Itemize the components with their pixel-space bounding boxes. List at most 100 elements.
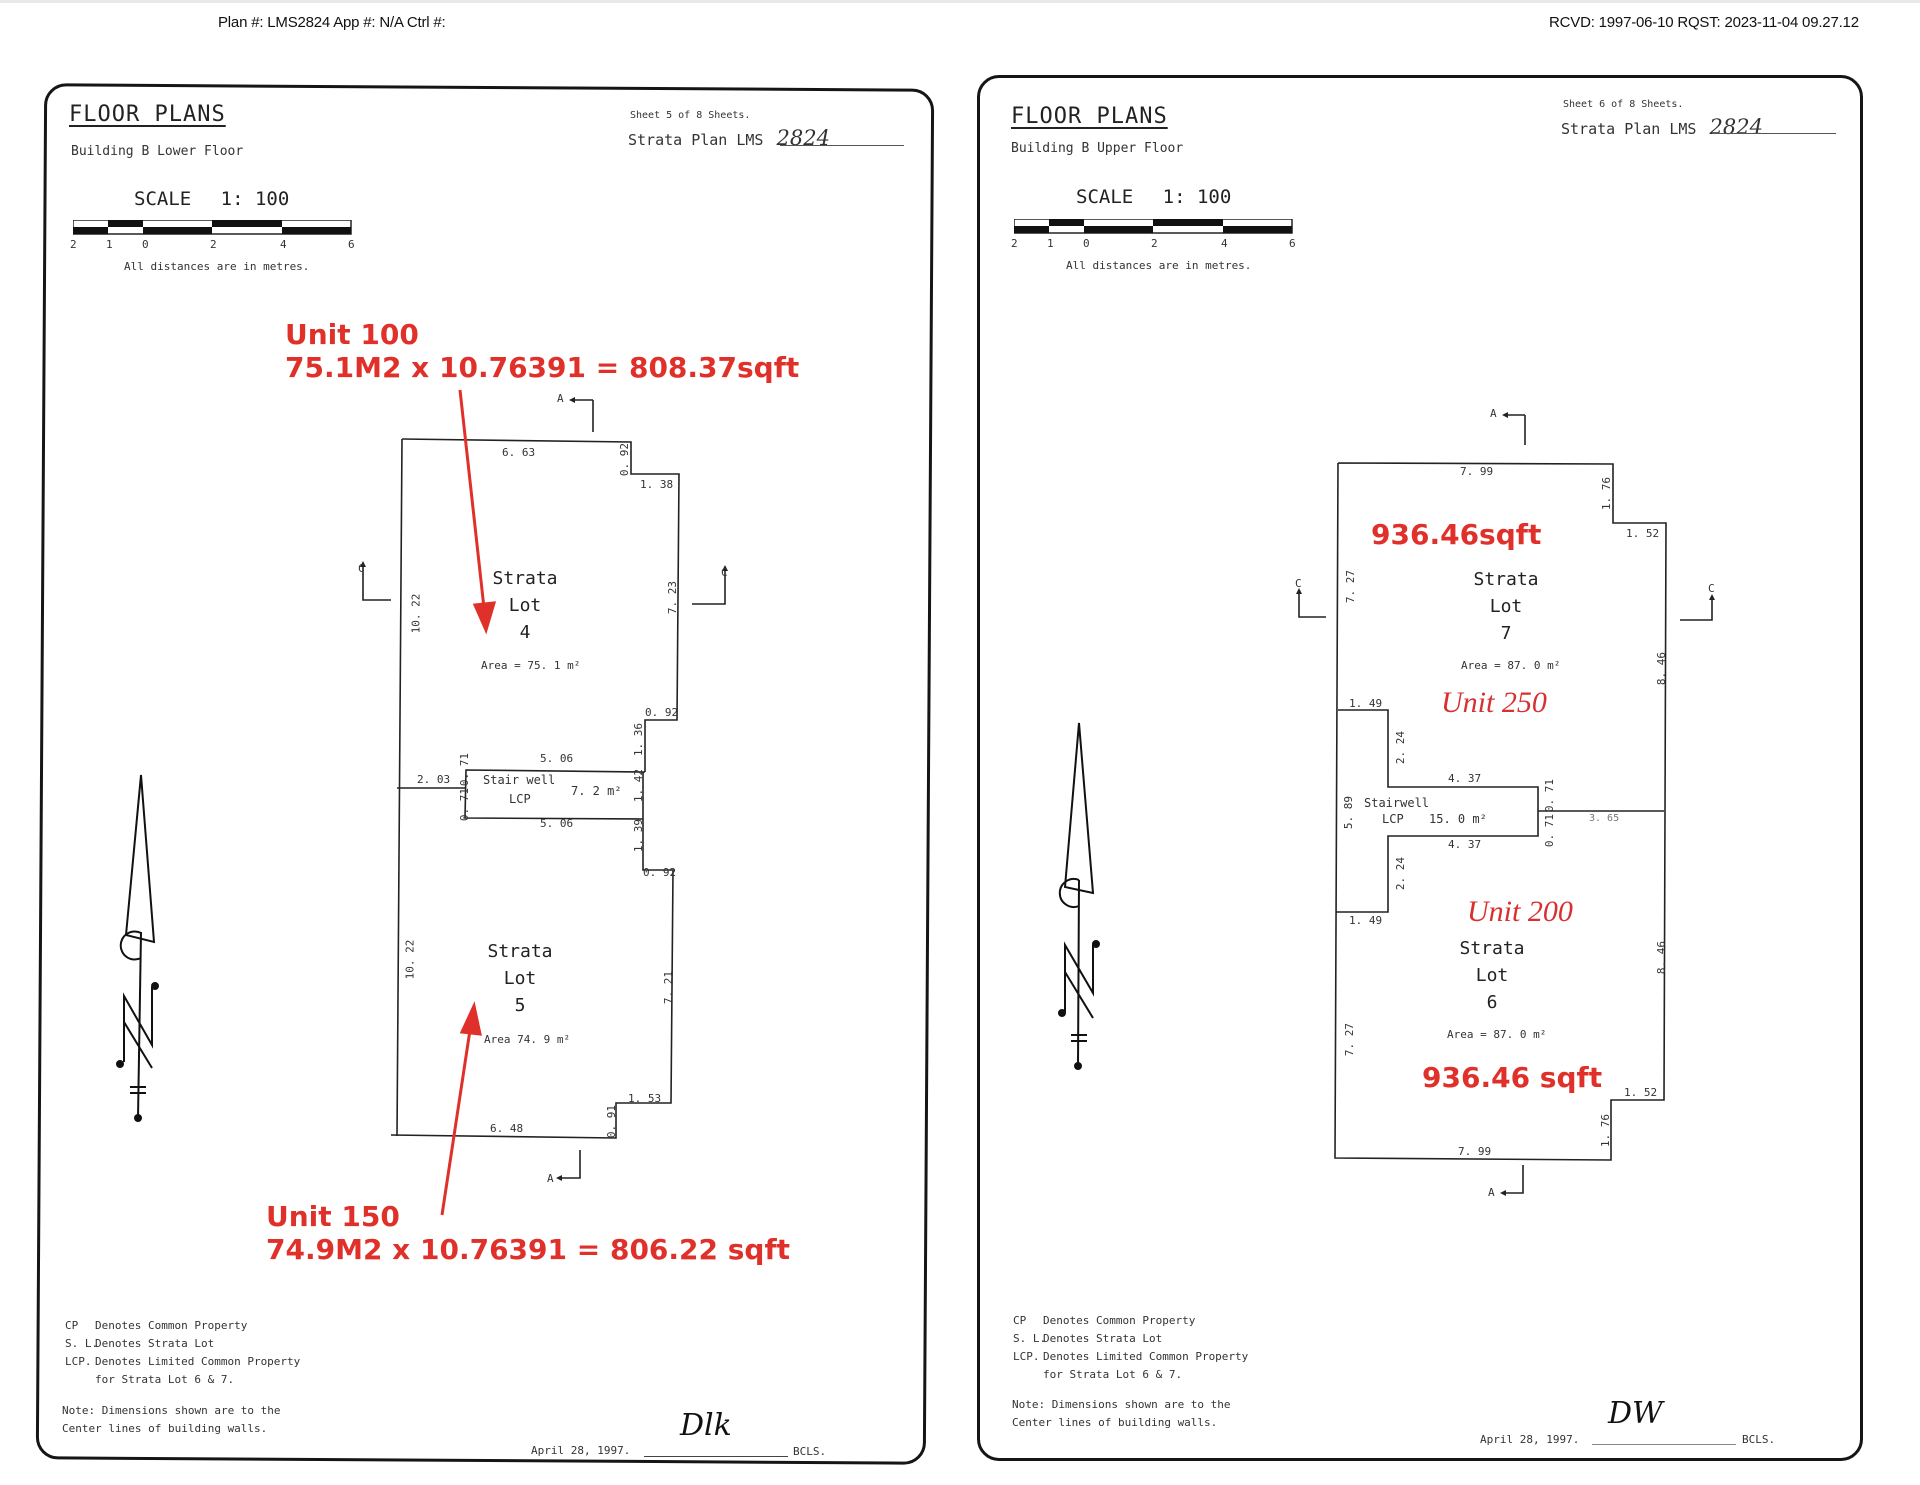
stairwell-label: Stair well xyxy=(483,773,556,787)
stairwell-type: LCP xyxy=(509,792,531,806)
plan-number-underline xyxy=(1712,133,1836,134)
strata-lot-4-label: Strata Lot 4 xyxy=(480,565,570,646)
signature-line xyxy=(644,1456,788,1457)
strata-lot-5-label: Strata Lot 5 xyxy=(475,938,565,1019)
stairwell-type: LCP xyxy=(1382,812,1404,826)
tick: 2 xyxy=(70,238,77,251)
dimension-label: 2. 24 xyxy=(1394,856,1408,891)
dimension-label: 1. 49 xyxy=(1349,697,1383,710)
dimension-label: 0. 71 xyxy=(458,752,472,787)
tick: 1 xyxy=(1047,237,1054,250)
strata-lot-7-label: Strata Lot 7 xyxy=(1461,566,1551,647)
plan-number-underline xyxy=(780,145,904,146)
legend-text: Denotes Strata Lot xyxy=(1043,1332,1163,1345)
note-line: Note: Dimensions shown are to the xyxy=(1012,1398,1231,1411)
signature-line xyxy=(1592,1444,1736,1445)
dimension-label: 0. 71 xyxy=(458,787,472,822)
dimension-label: 6. 63 xyxy=(502,446,536,459)
dimension-label: 5. 89 xyxy=(1342,795,1356,830)
dimension-label: 5. 06 xyxy=(540,817,574,830)
dimension-label: 0. 92 xyxy=(618,442,632,477)
scale-label: SCALE 1: 100 xyxy=(134,188,289,210)
lot-area: Area = 87. 0 m² xyxy=(1447,1028,1547,1041)
dimension-label: 1. 52 xyxy=(1624,1086,1658,1099)
section-marker-a-top: A xyxy=(557,392,564,405)
dimension-label: 0. 92 xyxy=(645,706,679,719)
lot-label-line: Strata xyxy=(1473,569,1539,590)
legend-abbr: CP xyxy=(1013,1314,1027,1327)
header-plan-info: Plan #: LMS2824 App #: N/A Ctrl #: xyxy=(218,14,446,31)
legend-text: Denotes Limited Common Property xyxy=(95,1355,301,1368)
sheet-number: Sheet 5 of 8 Sheets. xyxy=(630,110,751,121)
tick: 2 xyxy=(1011,237,1018,250)
lot-label-line: Lot xyxy=(1489,596,1523,617)
dimension-label: 7. 23 xyxy=(666,580,680,615)
note-line: Note: Dimensions shown are to the xyxy=(62,1404,281,1417)
dimension-label: 10. 22 xyxy=(403,939,417,980)
plan-number-handwritten: 2824 xyxy=(776,126,830,150)
dimension-label: 10. 22 xyxy=(409,593,423,634)
sheet-subtitle: Building B Upper Floor xyxy=(1011,141,1184,156)
tick: 6 xyxy=(1289,237,1296,250)
signature-date: April 28, 1997. xyxy=(531,1444,631,1457)
dimension-label: 7. 99 xyxy=(1460,465,1494,478)
lot-label-line: Strata xyxy=(492,568,558,589)
lot-label-line: Strata xyxy=(1459,938,1525,959)
lot-label-line: Strata xyxy=(487,941,553,962)
plan-label-text: Strata Plan LMS xyxy=(1561,120,1697,138)
lot-label-line: Lot xyxy=(1475,965,1509,986)
dimension-label: 2. 03 xyxy=(417,773,451,786)
legend-text: Denotes Common Property xyxy=(1043,1314,1196,1327)
section-marker-c-left: C xyxy=(358,562,365,575)
dimension-label: 1. 76 xyxy=(1599,1113,1613,1148)
header-received-info: RCVD: 1997-06-10 RQST: 2023-11-04 09.27.… xyxy=(1549,14,1859,31)
dimension-label: 1. 36 xyxy=(632,722,646,757)
section-marker-c-right: C xyxy=(721,566,728,579)
section-marker-a-top: A xyxy=(1490,407,1497,420)
legend-abbr: CP xyxy=(65,1319,79,1332)
top-border xyxy=(0,0,1920,3)
section-marker-a-bottom: A xyxy=(1488,1186,1495,1199)
surveyor-signature: Dlk xyxy=(680,1408,732,1443)
legend-text: Denotes Common Property xyxy=(95,1319,248,1332)
scale-bar-graphic xyxy=(72,219,352,235)
dimension-label: 0. 71 xyxy=(1543,813,1557,848)
dimension-label: 7. 27 xyxy=(1343,1022,1357,1057)
distances-note: All distances are in metres. xyxy=(1066,259,1252,272)
tick: 2 xyxy=(210,238,217,251)
unit-250-label: Unit 250 xyxy=(1441,686,1547,719)
unit-200-label: Unit 200 xyxy=(1467,895,1573,928)
surveyor-signature: DW xyxy=(1608,1396,1663,1431)
stairwell-area: 7. 2 m² xyxy=(571,784,622,798)
scale-bar xyxy=(72,219,352,235)
dimension-label: 3. 65 xyxy=(1589,813,1620,824)
legend-abbr: LCP. xyxy=(1013,1350,1040,1363)
dimension-label: 1. 49 xyxy=(1349,914,1383,927)
scale-bar xyxy=(1013,218,1293,234)
sheet-subtitle: Building B Lower Floor xyxy=(71,144,244,159)
unit-200-sqft: 936.46 sqft xyxy=(1422,1061,1603,1094)
tick: 6 xyxy=(348,238,355,251)
lot-number: 7 xyxy=(1500,623,1512,644)
bcls-label: BCLS. xyxy=(793,1445,827,1458)
note-line: Center lines of building walls. xyxy=(1012,1416,1218,1429)
plan-number-handwritten: 2824 xyxy=(1709,115,1763,139)
scale-label-text: SCALE xyxy=(134,188,192,210)
scale-bar-graphic xyxy=(1013,218,1293,234)
tick: 4 xyxy=(280,238,287,251)
dimension-label: 1. 39 xyxy=(632,818,646,853)
lot-number: 5 xyxy=(514,995,526,1016)
legend-abbr: S. L. xyxy=(1013,1332,1047,1345)
dimension-label: 7. 21 xyxy=(662,970,676,1005)
dimension-label: 6. 48 xyxy=(490,1122,524,1135)
tick: 4 xyxy=(1221,237,1228,250)
legend-text: for Strata Lot 6 & 7. xyxy=(1043,1368,1183,1381)
distances-note: All distances are in metres. xyxy=(124,260,310,273)
dimension-label: 7. 27 xyxy=(1344,569,1358,604)
dimension-label: 1. 38 xyxy=(640,478,674,491)
dimension-label: 0. 92 xyxy=(643,866,677,879)
lot-area: Area 74. 9 m² xyxy=(484,1033,571,1046)
dimension-label: 2. 24 xyxy=(1394,730,1408,765)
tick: 1 xyxy=(106,238,113,251)
dimension-label: 4. 37 xyxy=(1448,838,1482,851)
